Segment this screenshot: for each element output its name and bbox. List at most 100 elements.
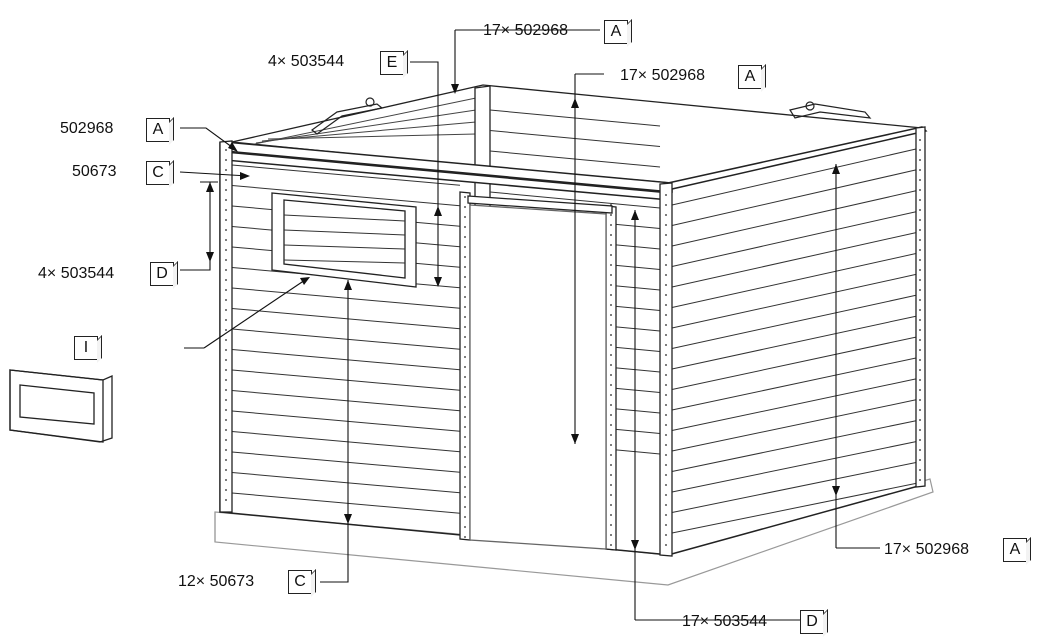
screw-dot: [665, 344, 667, 346]
screw-dot: [610, 314, 612, 316]
window-opening: [271, 192, 417, 288]
part-letter-box: D: [800, 610, 824, 634]
screw-dot: [464, 496, 466, 498]
callout-qty-part: 17× 502968: [620, 67, 705, 84]
screw-dot: [665, 544, 667, 546]
screw-dot: [464, 246, 466, 248]
screw-dot: [225, 249, 227, 251]
screw-dot: [919, 139, 921, 141]
plank-line: [283, 214, 406, 222]
screw-dot: [225, 319, 227, 321]
screw-dot: [919, 219, 921, 221]
plank-line: [283, 229, 406, 236]
plank-line: [255, 109, 477, 144]
screw-dot: [225, 269, 227, 271]
top-beams: [224, 126, 928, 201]
screw-dot: [919, 289, 921, 291]
screw-dot: [665, 234, 667, 236]
screw-dot: [665, 274, 667, 276]
screw-dot: [610, 214, 612, 216]
screw-dot: [919, 179, 921, 181]
screw-dot: [225, 489, 227, 491]
callout-qty-part: 12× 50673: [178, 573, 255, 590]
screw-dot: [665, 254, 667, 256]
screw-dot: [225, 229, 227, 231]
screw-dot: [610, 324, 612, 326]
part-letter-box: I: [74, 336, 98, 360]
screw-dot: [610, 234, 612, 236]
plank-line: [671, 357, 917, 411]
screw-dot: [665, 484, 667, 486]
screw-dot: [610, 284, 612, 286]
part-letter-box: A: [738, 65, 762, 89]
screw-dot: [464, 336, 466, 338]
screw-dot: [919, 229, 921, 231]
door-opening: [459, 191, 617, 551]
screw-dot: [225, 419, 227, 421]
screw-dot: [464, 346, 466, 348]
screw-dot: [665, 424, 667, 426]
plank-line: [671, 420, 917, 472]
screw-dot: [665, 444, 667, 446]
screw-dot: [225, 449, 227, 451]
screw-dot: [610, 484, 612, 486]
screw-dot: [919, 479, 921, 481]
right-wall: [667, 127, 923, 556]
screw-dot: [464, 216, 466, 218]
screw-dot: [225, 389, 227, 391]
screw-dot: [610, 414, 612, 416]
screw-dot: [665, 474, 667, 476]
screw-dot: [464, 236, 466, 238]
screw-dot: [919, 169, 921, 171]
screw-dot: [225, 259, 227, 261]
callout-part: 502968: [60, 120, 114, 137]
screw-dot: [610, 514, 612, 516]
screw-dot: [225, 439, 227, 441]
screw-dot: [225, 499, 227, 501]
screw-dot: [919, 249, 921, 251]
screw-dot: [919, 329, 921, 331]
screw-dot: [610, 434, 612, 436]
plank-line: [231, 164, 461, 186]
screw-dot: [610, 394, 612, 396]
screw-dot: [665, 434, 667, 436]
screw-dot: [665, 504, 667, 506]
screw-dot: [610, 444, 612, 446]
screw-dot: [610, 384, 612, 386]
plank-line: [671, 315, 917, 370]
plank-line: [671, 482, 917, 534]
screw-dot: [464, 376, 466, 378]
window-frame-part: [9, 369, 113, 443]
screw-dot: [225, 149, 227, 151]
screw-dot: [610, 204, 612, 206]
screw-dot: [919, 399, 921, 401]
screw-dot: [225, 479, 227, 481]
screw-dot: [919, 189, 921, 191]
screw-dot: [225, 239, 227, 241]
screw-dot: [464, 296, 466, 298]
screw-dot: [464, 356, 466, 358]
plank-line: [231, 369, 461, 391]
screw-dot: [665, 464, 667, 466]
screw-dot: [464, 486, 466, 488]
part-letter-box: A: [1003, 538, 1027, 562]
screw-dot: [610, 244, 612, 246]
screw-dot: [919, 259, 921, 261]
screw-dot: [665, 334, 667, 336]
screw-dot: [225, 159, 227, 161]
screw-dot: [919, 429, 921, 431]
screw-dot: [610, 404, 612, 406]
screw-dot: [919, 239, 921, 241]
plank-line: [671, 399, 917, 452]
plank-line: [231, 349, 461, 371]
screw-dot: [665, 524, 667, 526]
screw-dot: [464, 206, 466, 208]
screw-dot: [665, 304, 667, 306]
screw-dot: [610, 524, 612, 526]
screw-dot: [225, 429, 227, 431]
screw-dot: [464, 316, 466, 318]
screw-dot: [610, 534, 612, 536]
plank-line: [671, 232, 917, 288]
part-letter-box: A: [604, 20, 628, 44]
screw-dot: [665, 324, 667, 326]
